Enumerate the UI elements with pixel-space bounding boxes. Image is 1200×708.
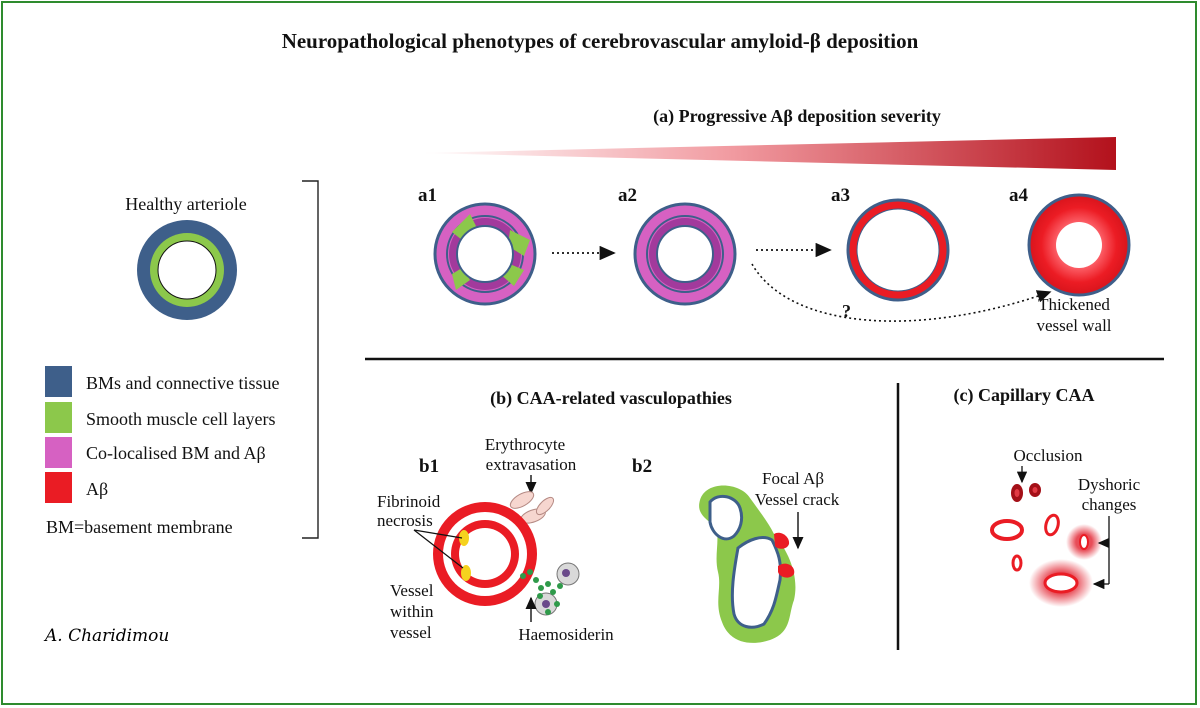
stage-a2-label: a2 <box>618 185 637 206</box>
legend-swatch-colocalised <box>45 437 72 468</box>
author-signature: A. Charidimou <box>43 626 169 646</box>
thickened-label-line2: vessel wall <box>1036 316 1111 335</box>
erythrocyte-label-line1: Erythrocyte <box>485 435 565 454</box>
vessel-a3 <box>846 198 950 302</box>
fibrinoid-label-line1: Fibrinoid <box>377 492 441 511</box>
dyshoric-label-line2: changes <box>1082 495 1137 514</box>
legend-label-smooth-muscle: Smooth muscle cell layers <box>86 409 275 429</box>
b2-label: b2 <box>632 456 652 477</box>
cracked-vessel <box>699 485 796 643</box>
vessel-a1 <box>433 202 537 306</box>
erythrocyte-label-line2: extravasation <box>486 455 577 474</box>
legend-label-abeta: Aβ <box>86 479 108 499</box>
panel-c-title: (c) Capillary CAA <box>954 385 1095 406</box>
occlusion-label: Occlusion <box>1014 446 1083 465</box>
stage-a4-label: a4 <box>1009 185 1029 206</box>
healthy-arteriole-ring <box>137 220 237 320</box>
healthy-arteriole-label: Healthy arteriole <box>125 194 246 214</box>
stage-a1-label: a1 <box>418 185 437 206</box>
haemosiderin-deposits <box>520 562 580 616</box>
legend-swatch-abeta <box>45 472 72 503</box>
b1-label: b1 <box>419 456 439 477</box>
panel-b-title: (b) CAA-related vasculopathies <box>490 388 732 409</box>
vessel-a4 <box>1027 193 1131 297</box>
thickened-label-line1: Thickened <box>1038 295 1110 314</box>
fibrinoid-pointer-1 <box>413 529 463 539</box>
uncertain-progression-mark: ? <box>842 301 851 321</box>
arrow-a2-a4-curved <box>751 263 1052 322</box>
legend-swatch-bm <box>45 366 72 397</box>
stage-a3-label: a3 <box>831 185 850 206</box>
figure-title: Neuropathological phenotypes of cerebrov… <box>282 29 919 53</box>
legend-label-colocalised: Co-localised BM and Aβ <box>86 443 266 463</box>
haemosiderin-label: Haemosiderin <box>518 625 614 644</box>
focal-abeta-label-line2: Vessel crack <box>755 490 840 509</box>
severity-gradient-wedge <box>420 137 1116 170</box>
legend: BMs and connective tissue Smooth muscle … <box>45 366 279 537</box>
legend-bracket <box>302 180 319 539</box>
panel-a-title: (a) Progressive Aβ deposition severity <box>653 106 941 127</box>
focal-abeta-label-line1: Focal Aβ <box>762 469 824 488</box>
fibrinoid-pointer-2 <box>413 529 464 569</box>
legend-label-bm: BMs and connective tissue <box>86 373 279 393</box>
erythrocytes <box>509 491 555 524</box>
vessel-within-label-line1: Vessel <box>390 581 434 600</box>
vessel-within-vessel <box>433 502 537 606</box>
vessel-a2 <box>633 202 737 306</box>
capillaries <box>990 483 1102 607</box>
legend-note: BM=basement membrane <box>46 517 233 537</box>
legend-swatch-smooth-muscle <box>45 402 72 433</box>
dyshoric-label-line1: Dyshoric <box>1078 475 1141 494</box>
fibrinoid-label-line2: necrosis <box>377 511 433 530</box>
vessel-within-label-line3: vessel <box>390 623 432 642</box>
vessel-within-label-line2: within <box>390 602 434 621</box>
